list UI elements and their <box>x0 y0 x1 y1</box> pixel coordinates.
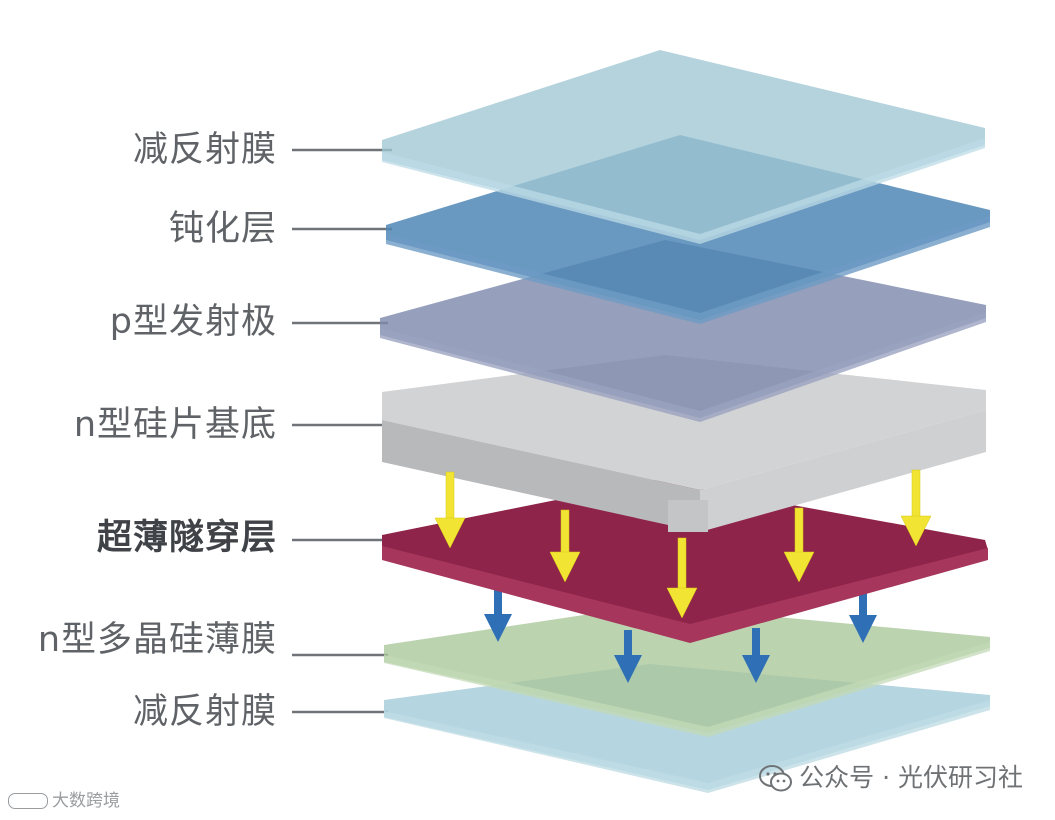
watermark-wechat: 公众号 · 光伏研习社 <box>759 758 1023 794</box>
tunnel-edge <box>382 546 988 643</box>
n-poly-edge <box>384 642 990 737</box>
label-ar-top: 减反射膜 <box>132 130 277 170</box>
label-n-wafer: n型硅片基底 <box>73 405 277 445</box>
label-passivation: 钝化层 <box>168 209 277 249</box>
wafer-top-face <box>382 355 986 490</box>
layer-n-poly <box>384 605 990 737</box>
wafer-right-side <box>700 410 986 532</box>
hole-arrow-4 <box>783 507 815 583</box>
hole-arrow-3 <box>666 537 698 619</box>
hole-arrow-2 <box>549 509 581 583</box>
leader-lines <box>292 148 392 714</box>
watermark-brand: 大数跨境 <box>8 786 120 811</box>
brand-logo-icon <box>8 793 48 809</box>
layer-ar-top <box>382 50 985 244</box>
ar-top-edge <box>382 138 985 244</box>
layer-p-emitter <box>380 240 986 422</box>
wafer-left-side <box>382 420 700 532</box>
hole-arrow-1 <box>434 471 466 549</box>
n-poly-top-face <box>384 605 990 733</box>
wechat-icon <box>759 765 793 792</box>
p-emitter-edge <box>380 312 986 422</box>
watermark-brand-text: 大数跨境 <box>52 791 120 811</box>
hole-arrow-5 <box>900 469 932 547</box>
label-p-emitter: p型发射极 <box>109 302 277 342</box>
label-tunnel: 超薄隧穿层 <box>96 518 277 558</box>
watermark-wechat-text: 公众号 · 光伏研习社 <box>799 763 1023 792</box>
layer-n-wafer <box>382 355 986 532</box>
wafer-corner <box>668 500 708 532</box>
label-ar-bottom: 减反射膜 <box>132 692 277 732</box>
label-n-poly: n型多晶硅薄膜 <box>37 620 277 660</box>
hole-arrows <box>434 469 932 619</box>
passivation-edge <box>386 216 990 324</box>
